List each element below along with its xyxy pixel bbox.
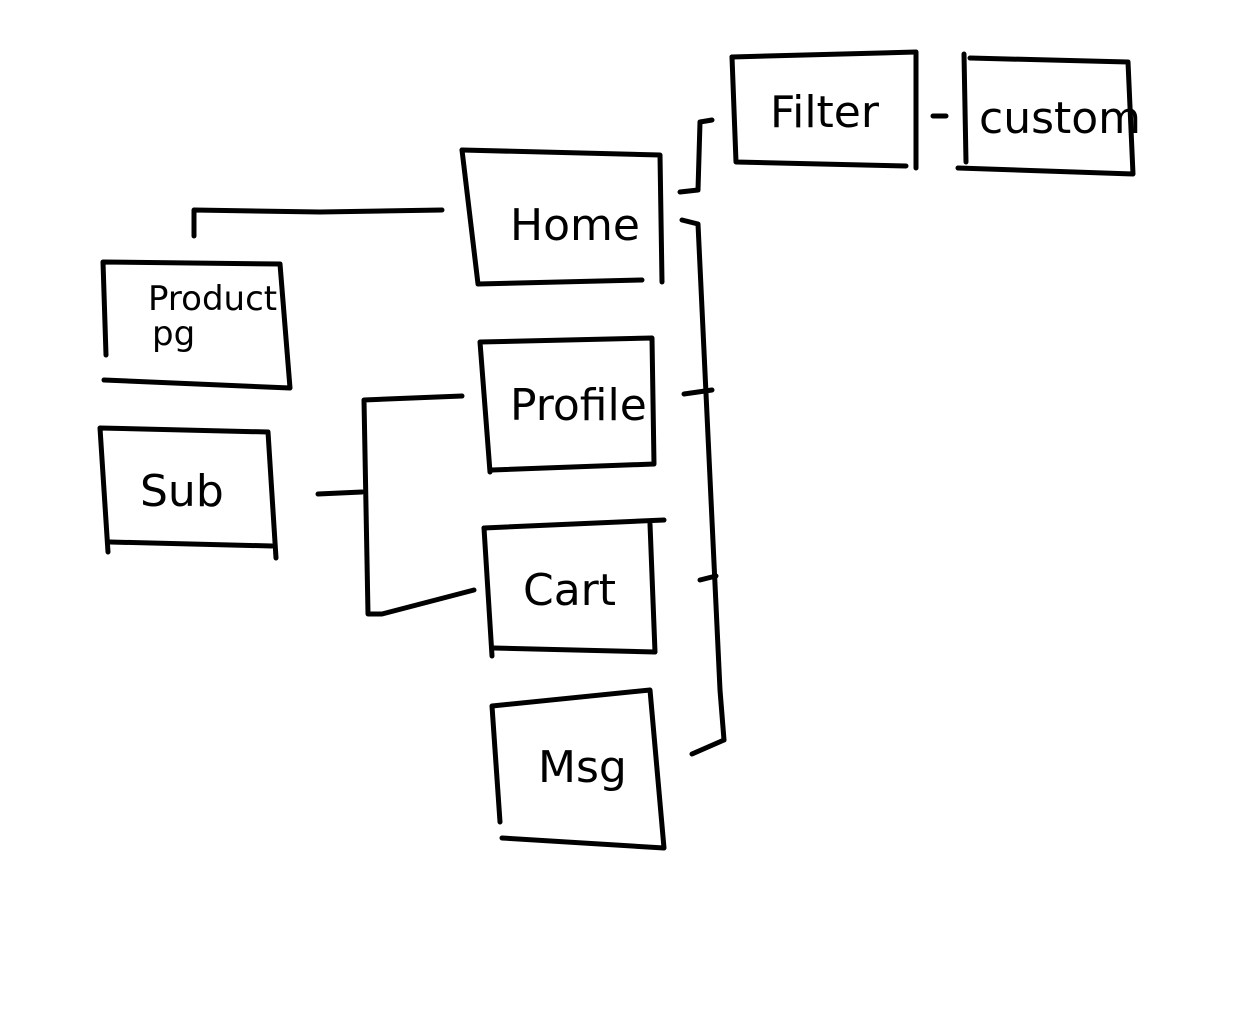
custom-node: custom [955,51,1141,177]
home-product-connector [191,207,445,239]
home-right-bracket [679,217,727,757]
bracket-tick-cart [697,573,719,583]
filter-label: Filter [770,87,880,138]
sub-bracket [315,489,365,497]
custom-label: custom [979,93,1141,144]
product-pg-node: Product pg [100,259,293,391]
msg-node: Msg [489,687,667,851]
msg-label: Msg [538,742,627,793]
home-node: Home [459,147,665,287]
product-label-line2: pg [152,314,195,354]
filter-node: Filter [729,49,919,171]
cart-label: Cart [523,565,616,616]
cart-node: Cart [481,517,667,659]
product-label-line1: Product [148,279,277,319]
sub-label: Sub [140,466,224,517]
sub-bracket-vertical [361,393,477,617]
sub-node: Sub [97,425,279,561]
profile-node: Profile [477,335,657,475]
profile-label: Profile [510,380,647,431]
home-filter-connector [677,117,715,195]
home-label: Home [510,200,640,251]
bracket-tick-profile [681,387,715,397]
